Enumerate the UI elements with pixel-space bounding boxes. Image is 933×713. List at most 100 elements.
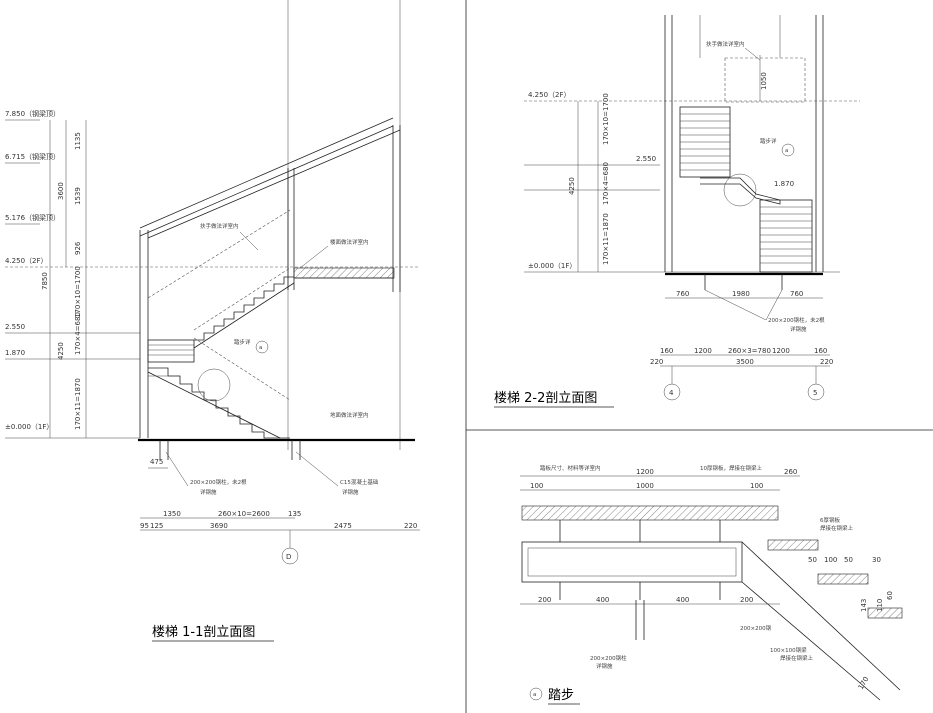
sheet-divider-lines: [465, 0, 933, 713]
svg-text:170×11=1870: 170×11=1870: [602, 213, 610, 265]
svg-text:10厚钢板，焊接在钢梁上: 10厚钢板，焊接在钢梁上: [700, 464, 762, 472]
svg-text:1135: 1135: [74, 132, 82, 150]
svg-text:4: 4: [669, 389, 674, 397]
elev-2550: 2.550: [5, 323, 25, 331]
svg-text:200×200钢: 200×200钢: [740, 624, 772, 632]
svg-text:焊接在钢梁上: 焊接在钢梁上: [820, 524, 854, 532]
svg-text:3690: 3690: [210, 522, 228, 530]
svg-text:1350: 1350: [163, 510, 181, 518]
svg-text:260×10=2600: 260×10=2600: [218, 510, 270, 518]
svg-text:100×100钢梁: 100×100钢梁: [770, 646, 807, 654]
svg-text:D: D: [286, 553, 291, 561]
svg-text:1050: 1050: [760, 72, 768, 90]
svg-text:扶手做法详室内: 扶手做法详室内: [706, 40, 745, 48]
svg-text:143: 143: [860, 599, 868, 612]
svg-text:160: 160: [660, 347, 673, 355]
structure-lines: [138, 0, 415, 460]
svg-text:30: 30: [872, 556, 881, 564]
svg-text:详钢施: 详钢施: [790, 325, 807, 333]
svg-text:焊接在钢梁上: 焊接在钢梁上: [780, 654, 814, 662]
horizontal-dimensions-2: 760 1980 760 200×200钢柱，未2根 详钢施 160 1200 …: [650, 289, 833, 384]
svg-text:踏板尺寸、材料等详室内: 踏板尺寸、材料等详室内: [540, 464, 601, 472]
svg-text:1000: 1000: [636, 482, 654, 490]
svg-text:60: 60: [886, 591, 894, 600]
lower-flight: [759, 199, 813, 273]
elevation-labels: 7.850（钢梁顶） 6.715（钢梁顶） 5.176（钢梁顶） 4.250（2…: [5, 109, 60, 431]
section-1-title: 楼梯 1-1剖立面图: [152, 625, 255, 640]
svg-text:170×4=680: 170×4=680: [602, 162, 610, 205]
svg-text:3600: 3600: [57, 182, 65, 200]
step-detail-title: 踏步: [548, 688, 574, 703]
grid-bubble-d: D: [281, 547, 299, 565]
svg-text:C15混凝土基础: C15混凝土基础: [340, 478, 379, 486]
svg-text:楼面做法详室内: 楼面做法详室内: [330, 238, 369, 246]
svg-text:760: 760: [676, 290, 689, 298]
svg-text:扶手做法详室内: 扶手做法详室内: [200, 222, 239, 230]
elev-1870: 1.870: [5, 349, 25, 357]
svg-text:260×3=780: 260×3=780: [728, 347, 771, 355]
svg-text:a: a: [259, 345, 262, 351]
svg-text:踏步详: 踏步详: [760, 137, 777, 145]
svg-text:926: 926: [74, 241, 82, 255]
svg-text:220: 220: [650, 358, 663, 366]
svg-text:1.870: 1.870: [774, 180, 794, 188]
svg-text:200×200钢柱，未2根: 200×200钢柱，未2根: [190, 478, 247, 486]
section-2-title: 楼梯 2-2剖立面图: [494, 391, 597, 406]
svg-text:170×11=1870: 170×11=1870: [74, 378, 82, 430]
svg-text:170×4=680: 170×4=680: [74, 312, 82, 355]
svg-text:170: 170: [857, 675, 871, 691]
svg-text:100: 100: [750, 482, 763, 490]
horizontal-dimensions: 475 1350 260×10=2600 135 95 125 3690 247…: [140, 458, 420, 548]
svg-text:2.550: 2.550: [636, 155, 656, 163]
svg-text:2475: 2475: [334, 522, 352, 530]
svg-text:1200: 1200: [636, 468, 654, 476]
svg-text:475: 475: [150, 458, 163, 466]
svg-text:125: 125: [150, 522, 163, 530]
svg-text:4250: 4250: [568, 177, 576, 195]
svg-text:200×200钢柱，未2根: 200×200钢柱，未2根: [768, 316, 825, 324]
svg-text:260: 260: [784, 468, 797, 476]
svg-text:200×200钢柱: 200×200钢柱: [590, 654, 627, 662]
svg-text:5: 5: [813, 389, 817, 397]
svg-text:400: 400: [596, 596, 609, 604]
svg-text:3500: 3500: [736, 358, 754, 366]
svg-text:4250: 4250: [57, 342, 65, 360]
svg-text:220: 220: [820, 358, 833, 366]
svg-text:±0.000（1F）: ±0.000（1F）: [528, 262, 576, 270]
landing: [147, 339, 195, 363]
svg-text:4.250（2F）: 4.250（2F）: [528, 91, 571, 99]
svg-text:50: 50: [844, 556, 853, 564]
svg-text:170×10=1700: 170×10=1700: [602, 93, 610, 145]
svg-text:地面做法详室内: 地面做法详室内: [330, 411, 369, 419]
grid-bubbles-2: 4 5: [663, 383, 825, 401]
svg-text:160: 160: [814, 347, 827, 355]
level-lines: [5, 119, 420, 439]
svg-text:50: 50: [808, 556, 817, 564]
floor-slab-2f: [293, 267, 395, 279]
svg-text:a: a: [785, 148, 788, 154]
svg-text:a: a: [533, 692, 536, 698]
steel-beam: [521, 541, 743, 583]
svg-text:1539: 1539: [74, 187, 82, 205]
svg-text:200: 200: [538, 596, 551, 604]
svg-text:200: 200: [740, 596, 753, 604]
elev-6715: 6.715（钢梁顶）: [5, 152, 60, 161]
svg-text:100: 100: [530, 482, 543, 490]
svg-text:详钢施: 详钢施: [200, 488, 217, 496]
elevation-labels-2: 4.250（2F） 2.550 1.870 ±0.000（1F）: [528, 91, 794, 270]
vertical-dimensions: 1135 1539 3600 926 7850 170×10=1700 170×…: [41, 120, 87, 438]
svg-text:1200: 1200: [694, 347, 712, 355]
section-1-1: 7.850（钢梁顶） 6.715（钢梁顶） 5.176（钢梁顶） 4.250（2…: [5, 0, 420, 642]
svg-text:踏步详: 踏步详: [234, 338, 251, 346]
svg-text:详钢施: 详钢施: [596, 662, 613, 670]
structure-2: a 踏步详 扶手做法详室内: [664, 15, 824, 290]
svg-text:400: 400: [676, 596, 689, 604]
elev-5176: 5.176（钢梁顶）: [5, 213, 60, 222]
notes: 扶手做法详室内 楼面做法详室内 地面做法详室内 200×200钢柱，未2根 详钢…: [165, 222, 379, 496]
svg-text:760: 760: [790, 290, 803, 298]
elev-7850: 7.850（钢梁顶）: [5, 109, 60, 118]
tread-plate: [521, 505, 779, 521]
svg-text:220: 220: [404, 522, 417, 530]
section-2-2: 4.250（2F） 2.550 1.870 ±0.000（1F） 1050 17…: [494, 15, 860, 408]
